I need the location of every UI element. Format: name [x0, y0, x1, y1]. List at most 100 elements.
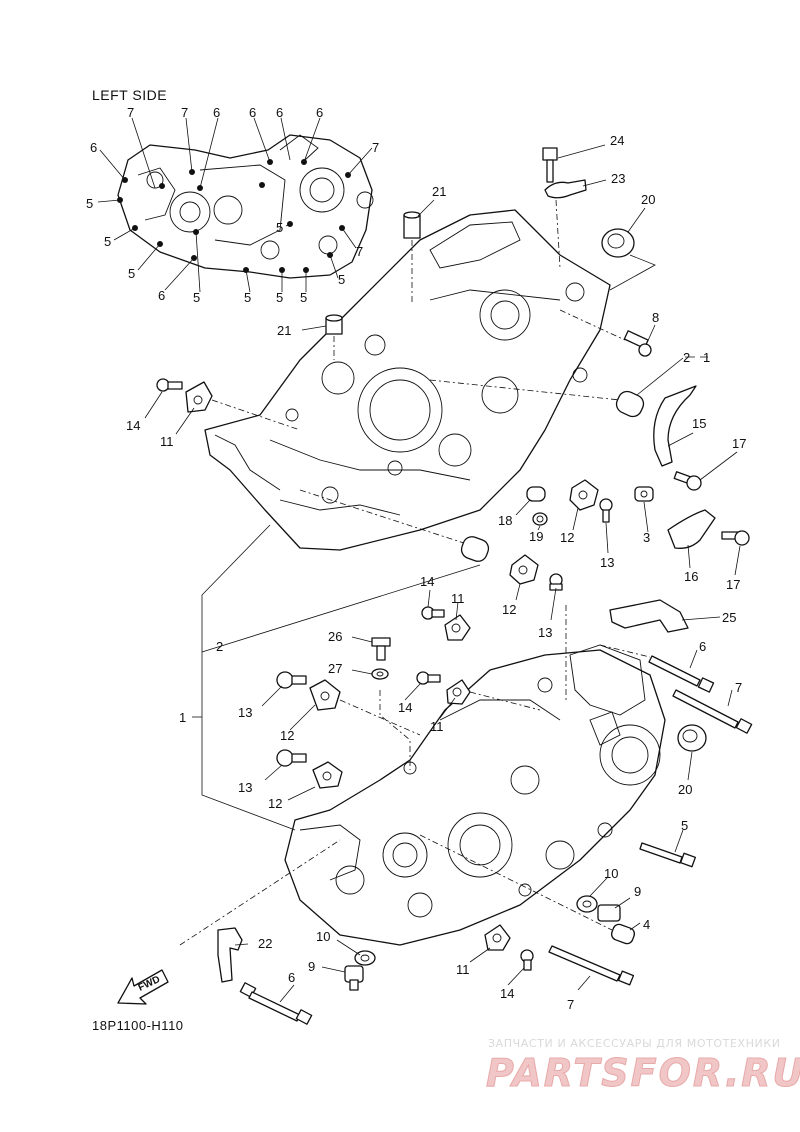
callout-13: 13 — [600, 555, 614, 570]
bolt-14-lower-mid — [416, 671, 441, 685]
callout-27: 27 — [328, 661, 342, 676]
bracket-22 — [179, 839, 341, 983]
plate-12-left-upper — [309, 679, 421, 736]
callout-24: 24 — [610, 133, 624, 148]
long-bolt-6-right — [599, 644, 715, 693]
callout-14: 14 — [500, 986, 514, 1001]
inset-callout: 7 — [356, 244, 363, 259]
callout-11: 11 — [456, 962, 470, 977]
inset-leader-lines — [97, 117, 373, 293]
plate-12-upper — [569, 479, 599, 511]
watermark-tagline: ЗАПЧАСТИ И АКСЕССУАРЫ ДЛЯ МОТОТЕХНИКИ — [488, 1037, 781, 1050]
callout-19: 19 — [529, 529, 543, 544]
inset-callout: 5 — [128, 266, 135, 281]
callout-12: 12 — [280, 728, 294, 743]
bolt-14-lower — [520, 949, 534, 971]
bolt-14-upper-left — [156, 378, 183, 392]
inset-callout: 5 — [276, 220, 283, 235]
washer-10-right — [576, 895, 598, 913]
bolt-8 — [559, 309, 652, 357]
o-ring-19 — [532, 512, 548, 526]
callout-12: 12 — [502, 602, 516, 617]
watermark-brand: PARTSFOR.RU — [486, 1051, 800, 1095]
inset-callout: 6 — [276, 105, 283, 120]
callout-21: 21 — [277, 323, 291, 338]
callout-2: 2 — [683, 350, 690, 365]
inset-callout: 5 — [276, 290, 283, 305]
plate-12-left-lower — [312, 761, 343, 789]
inset-callout: 5 — [86, 196, 93, 211]
diagram-code: 18P1100-H110 — [92, 1018, 184, 1033]
inset-callout: 6 — [249, 105, 256, 120]
left-side-inset-view — [117, 134, 374, 279]
callout-10: 10 — [316, 929, 330, 944]
callout-22: 22 — [258, 936, 272, 951]
callout-17: 17 — [726, 577, 740, 592]
callout-12: 12 — [268, 796, 282, 811]
callout-7: 7 — [735, 680, 742, 695]
callout-2: 2 — [216, 639, 223, 654]
dowel-pin-lower — [325, 314, 343, 360]
callout-14: 14 — [398, 700, 412, 715]
bolt-24 — [542, 147, 558, 183]
callout-6: 6 — [699, 639, 706, 654]
callout-1: 1 — [703, 350, 710, 365]
bolt-13-left-lower — [276, 749, 307, 767]
washer-10-left — [354, 950, 376, 966]
dowel-2-right — [429, 379, 645, 418]
callout-20: 20 — [641, 192, 655, 207]
callout-15: 15 — [692, 416, 706, 431]
left-side-header: LEFT SIDE — [92, 87, 167, 103]
callout-13: 13 — [238, 780, 252, 795]
dowel-2-left — [299, 489, 490, 562]
plate-11-lower — [484, 924, 511, 951]
callout-1: 1 — [179, 710, 186, 725]
inset-callout: 7 — [127, 105, 134, 120]
callout-7: 7 — [567, 997, 574, 1012]
bolt-9-right — [597, 904, 621, 922]
callout-6: 6 — [288, 970, 295, 985]
plate-16 — [667, 509, 716, 549]
inset-callout: 5 — [338, 272, 345, 287]
bolt-13-mid — [549, 573, 563, 591]
callout-8: 8 — [652, 310, 659, 325]
oil-seal-20-upper — [601, 228, 656, 291]
assembly-bracket-lines — [192, 356, 708, 831]
bolt-9-left — [344, 965, 364, 991]
callout-25: 25 — [722, 610, 736, 625]
callout-12: 12 — [560, 530, 574, 545]
callout-5: 5 — [681, 818, 688, 833]
inset-callout: 5 — [193, 290, 200, 305]
callout-14: 14 — [126, 418, 140, 433]
callout-26: 26 — [328, 629, 342, 644]
plate-11-mid — [444, 614, 471, 641]
inset-callout: 7 — [181, 105, 188, 120]
inset-callout: 5 — [300, 290, 307, 305]
callout-18: 18 — [498, 513, 512, 528]
plate-12-mid — [509, 554, 539, 585]
callout-9: 9 — [308, 959, 315, 974]
bolt-17-upper — [673, 471, 702, 491]
long-bolt-6-left — [239, 982, 313, 1025]
bolt-13-upper — [599, 498, 613, 523]
callout-11: 11 — [451, 591, 465, 606]
callout-13: 13 — [238, 705, 252, 720]
plate-15 — [653, 385, 697, 467]
inset-callout: 6 — [316, 105, 323, 120]
clamp-23 — [544, 179, 587, 269]
callout-21: 21 — [432, 184, 446, 199]
bolt-14-mid — [421, 606, 445, 620]
inset-callout: 6 — [213, 105, 220, 120]
dowel-18 — [526, 486, 546, 502]
callout-3: 3 — [643, 530, 650, 545]
callout-labels: 7 7 6 6 6 6 7 6 5 5 5 6 5 5 5 5 5 7 5 24… — [86, 105, 746, 1012]
callout-23: 23 — [611, 171, 625, 186]
callout-leader-lines — [144, 144, 741, 1003]
right-crankcase-half — [284, 644, 666, 946]
callout-13: 13 — [538, 625, 552, 640]
bolt-5 — [639, 842, 696, 868]
callout-11: 11 — [430, 719, 444, 734]
callout-17: 17 — [732, 436, 746, 451]
left-crankcase-half — [204, 209, 611, 551]
